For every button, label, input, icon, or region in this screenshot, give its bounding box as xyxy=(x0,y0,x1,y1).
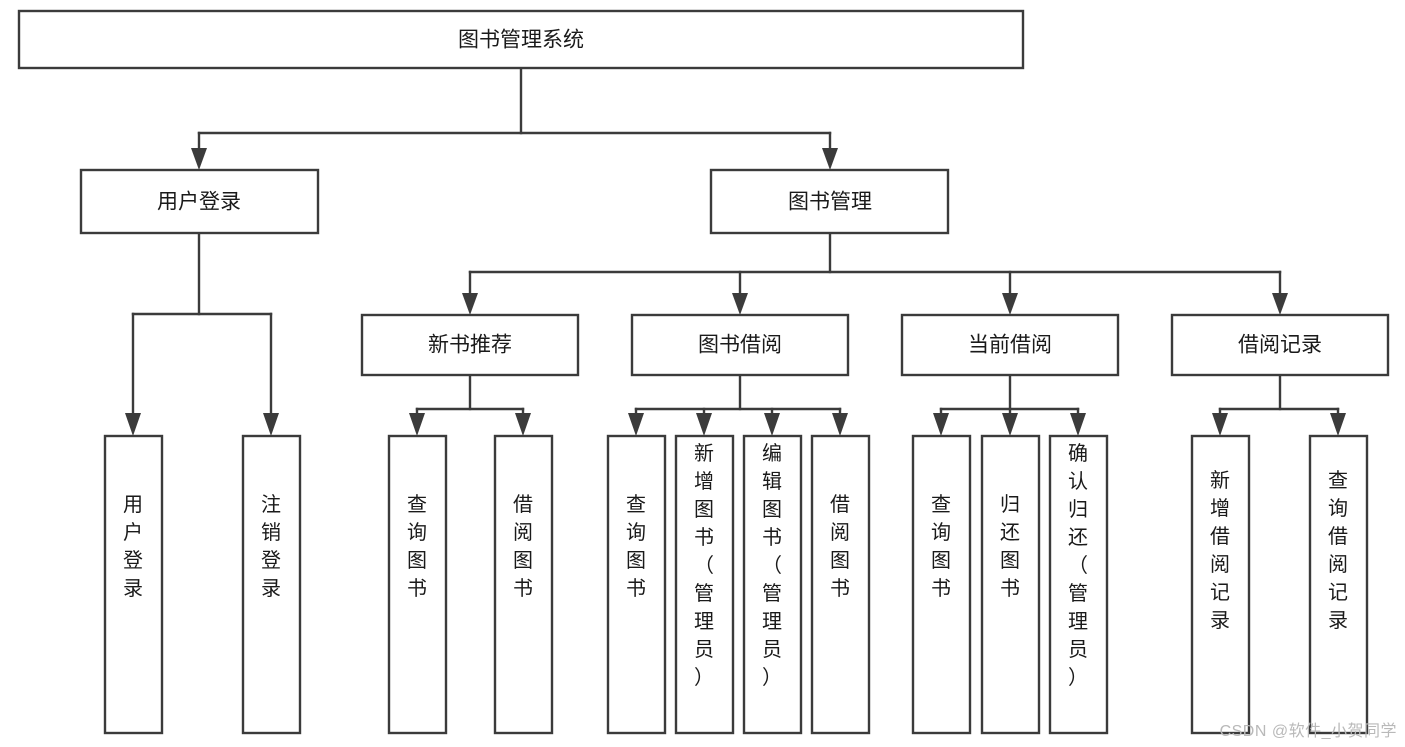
node-new-book-recommend-box[interactable] xyxy=(360,313,580,377)
arrow-head-icon xyxy=(832,413,848,436)
arrow-head-icon xyxy=(1002,413,1018,436)
node-book-manage[interactable]: 图书管理 xyxy=(709,168,950,235)
node-book-borrow-box[interactable] xyxy=(630,313,850,377)
arrow-head-icon xyxy=(1212,413,1228,436)
node-leaf-logout-login[interactable]: 注销登录 xyxy=(241,434,302,735)
node-leaf-confirm-return[interactable]: 确认归还（管理员） xyxy=(1048,434,1109,735)
node-leaf-query-book-3-label: 查询图书 xyxy=(931,493,951,600)
arrow-head-icon xyxy=(462,293,478,315)
node-leaf-borrow-book-1-box[interactable] xyxy=(493,434,554,735)
connector-group-user-login xyxy=(125,231,279,436)
node-leaf-user-login[interactable]: 用户登录 xyxy=(103,434,164,735)
node-book-borrow[interactable]: 图书借阅 xyxy=(630,313,850,377)
arrow-head-icon xyxy=(764,413,780,436)
connector-group-current-borrow xyxy=(933,373,1086,436)
connector-group-book-borrow xyxy=(628,373,848,436)
node-leaf-user-login-box[interactable] xyxy=(103,434,164,735)
node-leaf-query-record[interactable]: 查询借阅记录 xyxy=(1308,434,1369,735)
arrow-head-icon xyxy=(125,413,141,436)
node-leaf-add-record-box[interactable] xyxy=(1190,434,1251,735)
node-leaf-borrow-book-2[interactable]: 借阅图书 xyxy=(810,434,871,735)
connector-group-new-book-recommend xyxy=(409,373,531,436)
node-user-login[interactable]: 用户登录 xyxy=(79,168,320,235)
arrow-head-icon xyxy=(933,413,949,436)
node-leaf-borrow-book-2-label: 借阅图书 xyxy=(830,493,850,600)
node-book-borrow-label: 图书借阅 xyxy=(698,334,782,357)
node-leaf-query-book-1-label: 查询图书 xyxy=(407,493,427,600)
node-current-borrow-box[interactable] xyxy=(900,313,1120,377)
node-leaf-return-book-box[interactable] xyxy=(980,434,1041,735)
node-leaf-add-book-box[interactable] xyxy=(674,434,735,735)
node-new-book-recommend-label: 新书推荐 xyxy=(428,334,512,357)
node-leaf-query-book-3[interactable]: 查询图书 xyxy=(911,434,972,735)
node-leaf-add-book[interactable]: 新增图书（管理员） xyxy=(674,434,735,735)
node-root-box[interactable] xyxy=(17,9,1025,70)
node-leaf-edit-book-box[interactable] xyxy=(742,434,803,735)
node-book-manage-box[interactable] xyxy=(709,168,950,235)
arrow-head-icon xyxy=(822,148,838,170)
arrow-head-icon xyxy=(1002,293,1018,315)
node-leaf-borrow-book-1-label: 借阅图书 xyxy=(513,493,533,600)
node-leaf-edit-book-label: 编辑图书（管理员） xyxy=(762,442,782,689)
node-root-label: 图书管理系统 xyxy=(458,29,584,52)
node-borrow-record[interactable]: 借阅记录 xyxy=(1170,313,1390,377)
node-leaf-query-book-2-label: 查询图书 xyxy=(626,493,646,600)
node-book-manage-label: 图书管理 xyxy=(788,191,872,214)
connector-group-root xyxy=(191,66,838,170)
arrow-head-icon xyxy=(191,148,207,170)
node-leaf-query-book-3-box[interactable] xyxy=(911,434,972,735)
node-leaf-query-book-2-box[interactable] xyxy=(606,434,667,735)
node-leaf-return-book[interactable]: 归还图书 xyxy=(980,434,1041,735)
node-borrow-record-box[interactable] xyxy=(1170,313,1390,377)
arrow-head-icon xyxy=(628,413,644,436)
node-user-login-label: 用户登录 xyxy=(157,191,241,214)
arrow-head-icon xyxy=(263,413,279,436)
connector-group-book-manage xyxy=(462,231,1288,315)
arrow-head-icon xyxy=(409,413,425,436)
node-leaf-logout-login-box[interactable] xyxy=(241,434,302,735)
node-leaf-add-record[interactable]: 新增借阅记录 xyxy=(1190,434,1251,735)
node-leaf-borrow-book-2-box[interactable] xyxy=(810,434,871,735)
arrow-head-icon xyxy=(732,293,748,315)
node-leaf-edit-book[interactable]: 编辑图书（管理员） xyxy=(742,434,803,735)
node-leaf-confirm-return-label: 确认归还（管理员） xyxy=(1068,442,1088,689)
node-leaf-query-book-2[interactable]: 查询图书 xyxy=(606,434,667,735)
arrow-head-icon xyxy=(1330,413,1346,436)
node-user-login-box[interactable] xyxy=(79,168,320,235)
node-leaf-add-record-label: 新增借阅记录 xyxy=(1210,469,1230,632)
node-leaf-add-book-label: 新增图书（管理员） xyxy=(694,442,714,689)
node-leaf-query-record-box[interactable] xyxy=(1308,434,1369,735)
node-leaf-query-book-1-box[interactable] xyxy=(387,434,448,735)
arrow-head-icon xyxy=(1070,413,1086,436)
node-borrow-record-label: 借阅记录 xyxy=(1238,334,1322,357)
node-leaf-logout-login-label: 注销登录 xyxy=(261,493,281,600)
connector-group-borrow-record xyxy=(1212,373,1346,436)
node-leaf-query-record-label: 查询借阅记录 xyxy=(1328,469,1348,632)
arrow-head-icon xyxy=(515,413,531,436)
node-leaf-borrow-book-1[interactable]: 借阅图书 xyxy=(493,434,554,735)
node-current-borrow-label: 当前借阅 xyxy=(968,334,1052,357)
arrow-head-icon xyxy=(1272,293,1288,315)
node-leaf-query-book-1[interactable]: 查询图书 xyxy=(387,434,448,735)
node-root[interactable]: 图书管理系统 xyxy=(17,9,1025,70)
node-current-borrow[interactable]: 当前借阅 xyxy=(900,313,1120,377)
arrow-head-icon xyxy=(696,413,712,436)
node-leaf-user-login-label: 用户登录 xyxy=(123,494,143,600)
node-new-book-recommend[interactable]: 新书推荐 xyxy=(360,313,580,377)
node-leaf-confirm-return-box[interactable] xyxy=(1048,434,1109,735)
node-leaf-return-book-label: 归还图书 xyxy=(1000,493,1020,600)
